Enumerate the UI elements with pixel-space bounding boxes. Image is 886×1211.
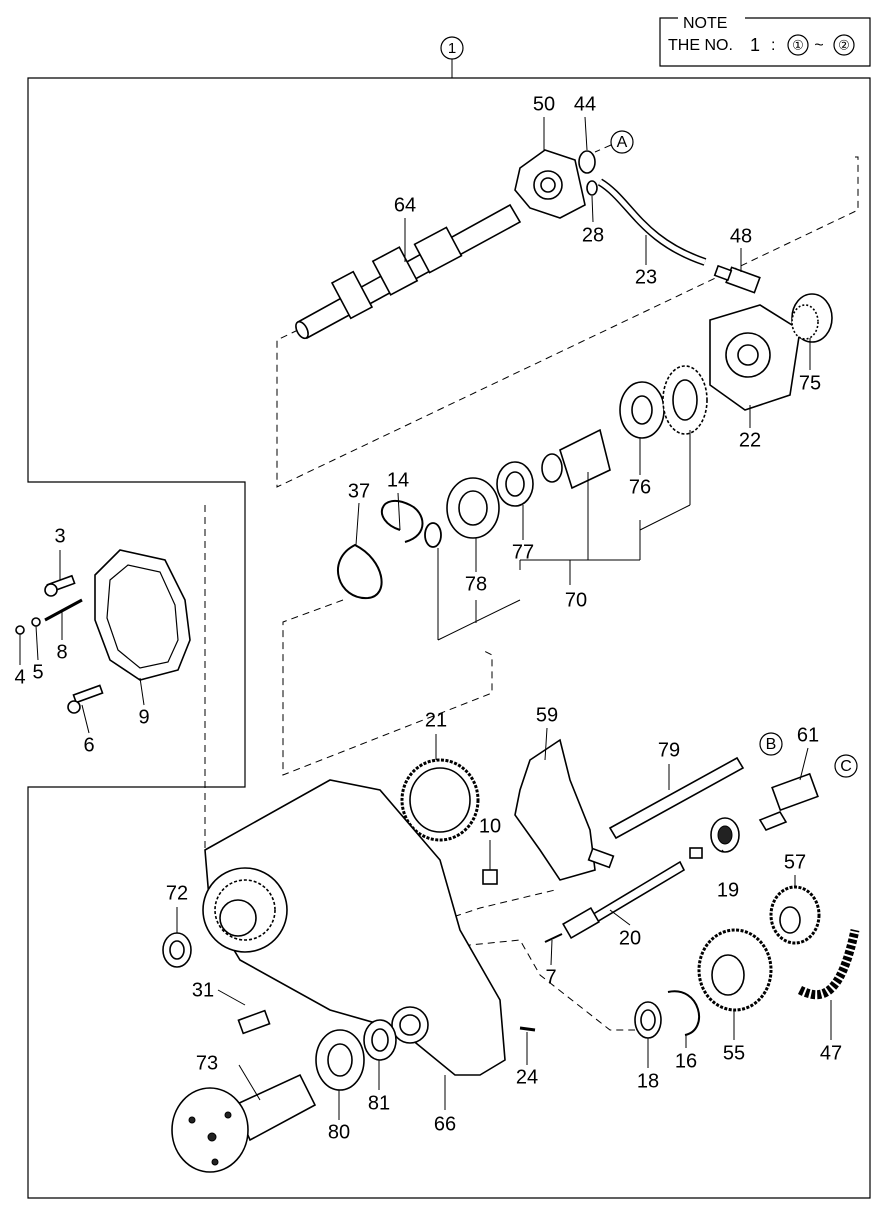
- note-range-end-circle: [833, 34, 855, 56]
- ref-a: A: [617, 134, 628, 151]
- label-57: 57: [784, 851, 806, 873]
- label-61: 61: [797, 724, 819, 746]
- part-61: [758, 772, 819, 831]
- label-66: 66: [434, 1113, 456, 1135]
- gear-70-part: [541, 365, 708, 490]
- note-line-number: 1: [750, 35, 760, 55]
- assembly-line-bearing: [439, 939, 635, 1031]
- label-76: 76: [629, 476, 651, 498]
- snap-ring-37-part: [337, 543, 383, 600]
- label-3: 3: [54, 525, 65, 547]
- input-shaft-part: [295, 203, 522, 340]
- label-78: 78: [465, 573, 487, 595]
- label-31: 31: [192, 979, 214, 1001]
- ref-c: C: [840, 758, 852, 775]
- flange-73-part: [171, 1073, 317, 1173]
- label-75: 75: [799, 372, 821, 394]
- label-8: 8: [56, 641, 67, 663]
- ref-c-circle: [834, 754, 858, 778]
- label-59: 59: [536, 704, 558, 726]
- note-box: NOTE THE NO. 1 : ① ~ ②: [659, 15, 871, 67]
- label-9: 9: [138, 706, 149, 728]
- ref-b-circle: [759, 732, 783, 756]
- label-18: 18: [637, 1070, 659, 1092]
- transfer-case-66-part: [202, 779, 506, 1076]
- nut-4-part: [15, 625, 25, 635]
- shift-fork-59-part: [514, 738, 615, 881]
- label-24: 24: [516, 1066, 538, 1088]
- bearing-78-part: [446, 477, 500, 539]
- label-19: 19: [717, 879, 739, 901]
- snap-ring-14-part: [380, 499, 424, 543]
- label-23: 23: [635, 266, 657, 288]
- shift-rail-79-part: [608, 756, 745, 840]
- part-10: [482, 869, 498, 885]
- note-line-colon: :: [771, 37, 775, 54]
- label-14: 14: [387, 469, 409, 491]
- note-header: NOTE: [683, 15, 727, 32]
- ref-a-circle: [610, 130, 634, 154]
- note-range-sep: ~: [814, 37, 823, 54]
- snap-ring-16-part: [667, 990, 701, 1036]
- group-marker: 1: [448, 40, 456, 57]
- label-79: 79: [658, 739, 680, 761]
- leader-lines: [19, 116, 832, 1120]
- pin-7-part: [544, 933, 563, 943]
- assembly-line-upper: [276, 156, 859, 488]
- o-ring-44-part: [578, 150, 596, 174]
- label-37: 37: [348, 480, 370, 502]
- label-55: 55: [723, 1042, 745, 1064]
- note-line-prefix: THE NO.: [668, 37, 733, 54]
- note-range-start: ①: [792, 37, 804, 52]
- label-47: 47: [820, 1042, 842, 1064]
- label-44: 44: [574, 93, 596, 115]
- group-outline: [27, 77, 871, 1199]
- label-4: 4: [14, 666, 25, 688]
- bolt-3-part: [44, 574, 76, 597]
- label-70: 70: [565, 589, 587, 611]
- label-7: 7: [545, 966, 556, 988]
- stud-8-part: [44, 598, 83, 622]
- snap-ring-small-part: [424, 522, 442, 548]
- part-labels: 50 44 28 64 23 48 75 22 76 77 78 70 37 1…: [14, 93, 842, 1143]
- sensor-48-part: [713, 264, 761, 294]
- label-80: 80: [328, 1121, 350, 1143]
- bolt-6-part: [67, 684, 104, 714]
- label-50: 50: [533, 93, 555, 115]
- note-range-start-circle: [787, 34, 809, 56]
- label-20: 20: [619, 927, 641, 949]
- carrier-22-part: [709, 304, 801, 411]
- assembly-line-shaft: [419, 889, 556, 929]
- label-5: 5: [32, 661, 43, 683]
- washer-28-part: [586, 180, 598, 196]
- pin-24-part: [519, 1026, 536, 1032]
- label-28: 28: [582, 224, 604, 246]
- label-72: 72: [166, 882, 188, 904]
- gasket-9-part: [94, 549, 191, 681]
- label-6: 6: [83, 734, 94, 756]
- oil-pump-part: [514, 149, 586, 219]
- label-21: 21: [425, 709, 447, 731]
- label-81: 81: [368, 1092, 390, 1114]
- note-range-end: ②: [838, 37, 850, 52]
- breather-31-part: [237, 1009, 271, 1035]
- assembly-line-middle: [282, 599, 493, 776]
- chain-47-part: [797, 929, 860, 1000]
- ref-b: B: [766, 736, 777, 753]
- gear-75-part: [791, 293, 833, 343]
- label-73: 73: [196, 1052, 218, 1074]
- label-48: 48: [730, 225, 752, 247]
- label-64: 64: [394, 194, 416, 216]
- label-22: 22: [739, 429, 761, 451]
- washer-5-part: [31, 617, 41, 627]
- label-16: 16: [675, 1050, 697, 1072]
- label-10: 10: [479, 815, 501, 837]
- label-77: 77: [512, 541, 534, 563]
